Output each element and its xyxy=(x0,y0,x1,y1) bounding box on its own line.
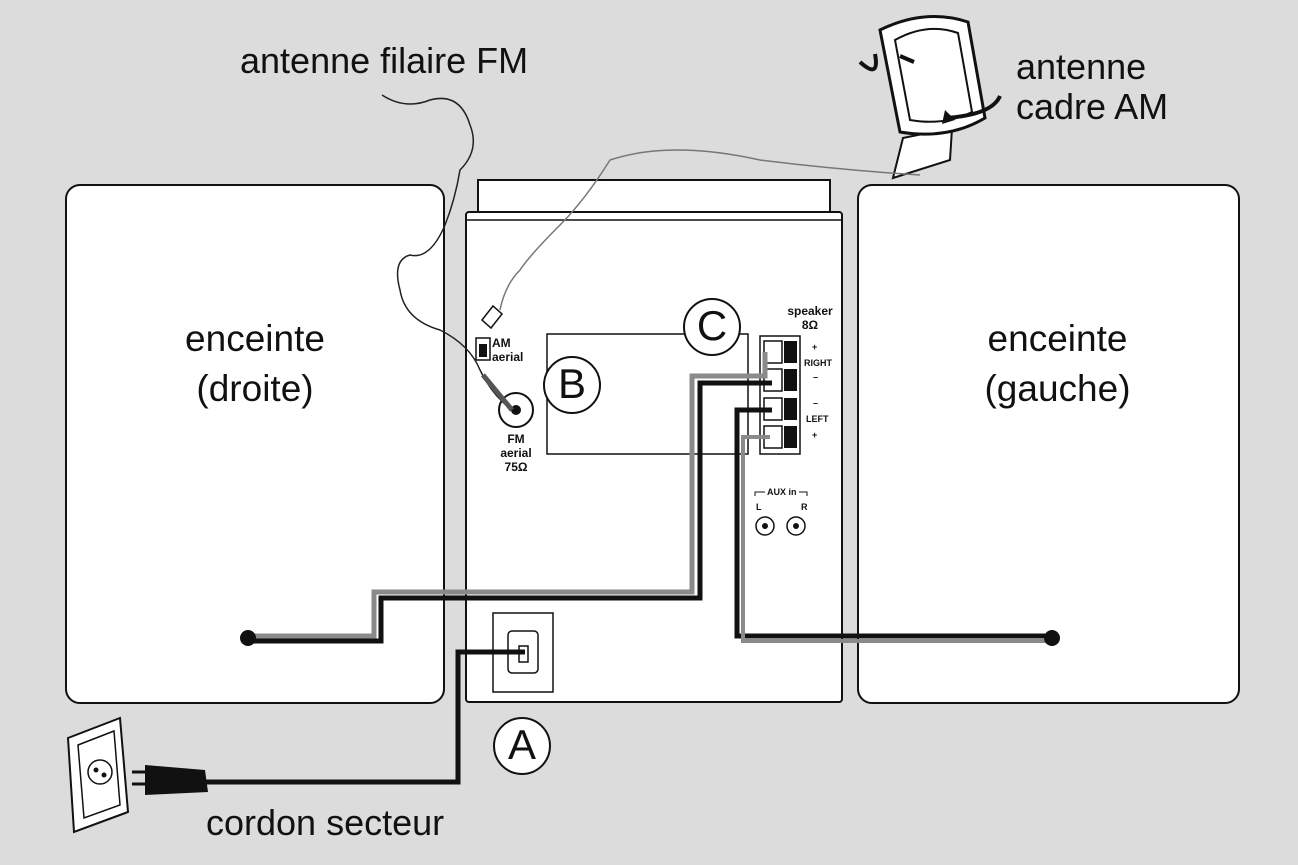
aux-r-label: R xyxy=(801,502,808,512)
speaker-right-label: enceinte (droite) xyxy=(66,314,444,414)
power-plug xyxy=(132,765,208,795)
terminal-right-label: RIGHT xyxy=(804,358,832,368)
speaker-left-line2: (gauche) xyxy=(984,368,1131,409)
am-aerial-line1: AM xyxy=(492,336,511,350)
callout-b: B xyxy=(543,356,601,414)
aux-in-label: AUX in xyxy=(765,487,799,497)
callout-a: A xyxy=(493,717,551,775)
aux-jacks xyxy=(754,491,808,536)
fm-aerial-label: FM aerial 75Ω xyxy=(496,432,536,474)
terminal-minus-upper: – xyxy=(813,372,819,382)
terminal-plus-bottom: + xyxy=(812,430,818,440)
power-cord-label: cordon secteur xyxy=(206,802,445,843)
fm-aerial-line2: aerial xyxy=(500,446,532,460)
speaker-right-box xyxy=(65,184,445,704)
aux-l-label: L xyxy=(756,502,762,512)
am-antenna-label-line1: antenne xyxy=(1016,46,1147,87)
wire-right-grey xyxy=(248,352,768,639)
wire-left-black xyxy=(734,407,1052,639)
wire-left-grey xyxy=(741,435,1052,643)
terminal-plus-top: + xyxy=(812,342,818,352)
am-antenna-cable xyxy=(499,149,921,311)
am-aerial-label: AM aerial xyxy=(492,336,523,364)
speaker-left-line1: enceinte xyxy=(987,318,1128,359)
speaker-impedance-label: speaker 8Ω xyxy=(784,304,836,332)
terminal-minus-lower: – xyxy=(813,398,819,408)
fm-antenna-label: antenne filaire FM xyxy=(240,40,529,81)
am-antenna-label-line2: cadre AM xyxy=(1016,86,1169,127)
terminal-left-label: LEFT xyxy=(806,414,829,424)
wall-outlet xyxy=(66,716,130,834)
fm-antenna-wire xyxy=(381,94,513,411)
am-loop-antenna xyxy=(858,15,1002,180)
fm-aerial-line1: FM xyxy=(507,432,525,446)
am-aerial-terminal xyxy=(475,304,504,361)
speaker-left-box xyxy=(857,184,1240,704)
speaker-right-line2: (droite) xyxy=(196,368,314,409)
speaker-left-label: enceinte (gauche) xyxy=(867,314,1248,414)
speaker-line2: 8Ω xyxy=(801,318,819,332)
fm-aerial-line3: 75Ω xyxy=(504,460,528,474)
am-aerial-line2: aerial xyxy=(492,350,524,364)
power-cord-line xyxy=(205,649,525,785)
callout-c: C xyxy=(683,298,741,356)
wire-right-black xyxy=(248,380,772,644)
speaker-right-line1: enceinte xyxy=(185,318,325,359)
speaker-line1: speaker xyxy=(787,304,833,318)
